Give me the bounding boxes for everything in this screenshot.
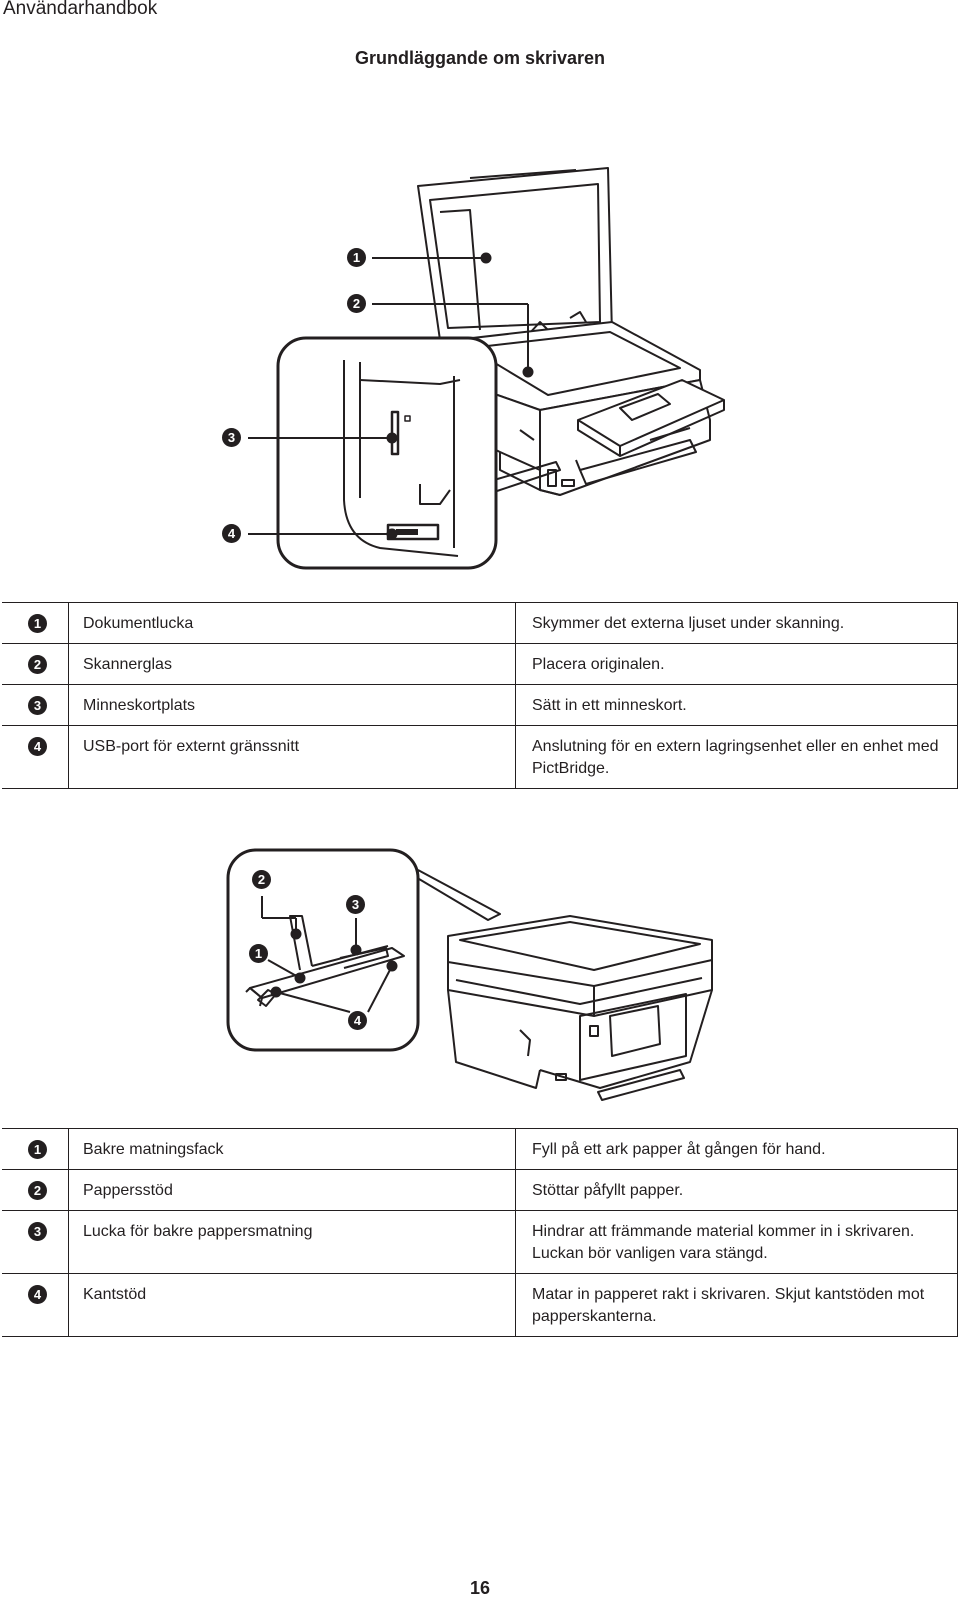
row-number-badge: 1: [28, 614, 47, 633]
callout-2-badge: 2: [347, 294, 366, 313]
part-name: Minneskortplats: [68, 684, 516, 726]
callout-1-badge: 1: [347, 248, 366, 267]
row-number-badge: 4: [28, 737, 47, 756]
table-row: 2 Skannerglas Placera originalen.: [2, 643, 958, 685]
table-row: 1 Bakre matningsfack Fyll på ett ark pap…: [2, 1128, 958, 1170]
row-number-badge: 2: [28, 1181, 47, 1200]
part-name: Bakre matningsfack: [68, 1128, 516, 1170]
running-header: Användarhandbok: [3, 0, 158, 19]
page-number: 16: [469, 1578, 491, 1598]
table-row: 1 Dokumentlucka Skymmer det externa ljus…: [2, 602, 958, 644]
row-number-badge: 4: [28, 1285, 47, 1304]
callout-3-badge: 3: [346, 895, 365, 914]
callout-3-badge: 3: [222, 428, 241, 447]
table-row: 2 Pappersstöd Stöttar påfyllt papper.: [2, 1169, 958, 1211]
table-row: 3 Minneskortplats Sätt in ett minneskort…: [2, 684, 958, 726]
parts-table-rear: 1 Bakre matningsfack Fyll på ett ark pap…: [2, 1128, 958, 1337]
part-description: Stöttar påfyllt papper.: [515, 1169, 958, 1211]
table-row: 4 Kantstöd Matar in papperet rakt i skri…: [2, 1273, 958, 1337]
part-name: Lucka för bakre pappersmatning: [68, 1210, 516, 1274]
part-description: Matar in papperet rakt i skrivaren. Skju…: [515, 1273, 958, 1337]
row-number-badge: 1: [28, 1140, 47, 1159]
table-row: 3 Lucka för bakre pappersmatning Hindrar…: [2, 1210, 958, 1274]
part-name: Pappersstöd: [68, 1169, 516, 1211]
printer-rear-feed-illustration: [226, 848, 713, 1101]
part-description: Anslutning för en extern lagringsenhet e…: [515, 725, 958, 789]
parts-table-front: 1 Dokumentlucka Skymmer det externa ljus…: [2, 602, 958, 789]
row-number-badge: 2: [28, 655, 47, 674]
row-number-badge: 3: [28, 1222, 47, 1241]
part-description: Hindrar att främmande material kommer in…: [515, 1210, 958, 1274]
part-name: Dokumentlucka: [68, 602, 516, 644]
part-description: Sätt in ett minneskort.: [515, 684, 958, 726]
part-name: Skannerglas: [68, 643, 516, 685]
part-description: Skymmer det externa ljuset under skannin…: [515, 602, 958, 644]
part-name: Kantstöd: [68, 1273, 516, 1337]
table-row: 4 USB-port för externt gränssnitt Anslut…: [2, 725, 958, 789]
row-number-badge: 3: [28, 696, 47, 715]
part-description: Placera originalen.: [515, 643, 958, 685]
part-name: USB-port för externt gränssnitt: [68, 725, 516, 789]
printer-front-illustration: [248, 167, 725, 570]
part-description: Fyll på ett ark papper åt gången för han…: [515, 1128, 958, 1170]
section-title: Grundläggande om skrivaren: [354, 48, 606, 68]
callout-4-badge: 4: [222, 524, 241, 543]
callout-2-badge: 2: [252, 870, 271, 889]
callout-4-badge: 4: [348, 1011, 367, 1030]
callout-1-badge: 1: [249, 944, 268, 963]
